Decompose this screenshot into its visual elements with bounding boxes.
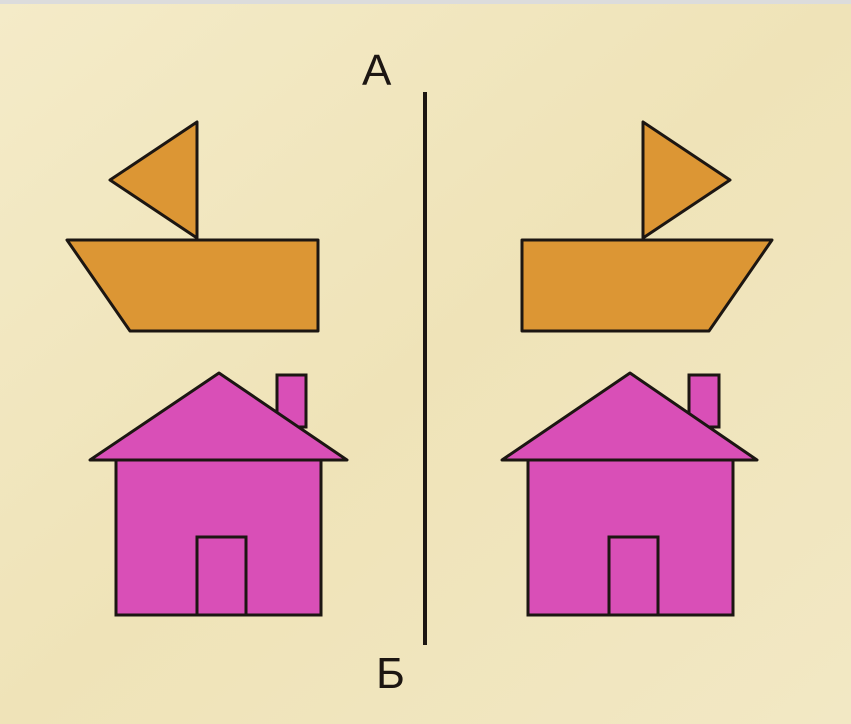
left-boat <box>65 120 320 333</box>
right-boat <box>520 120 774 333</box>
left-house-door <box>195 535 248 617</box>
left-boat-sail <box>108 120 199 240</box>
right-house-door <box>607 535 660 617</box>
right-boat-hull <box>520 238 774 333</box>
top-edge-strip <box>0 0 851 4</box>
left-boat-hull <box>65 238 320 333</box>
left-house <box>88 371 349 617</box>
right-house <box>500 371 759 617</box>
axis-label-bottom: Б <box>376 649 405 698</box>
right-boat-sail <box>641 120 732 240</box>
axis-label-top: А <box>362 46 392 95</box>
